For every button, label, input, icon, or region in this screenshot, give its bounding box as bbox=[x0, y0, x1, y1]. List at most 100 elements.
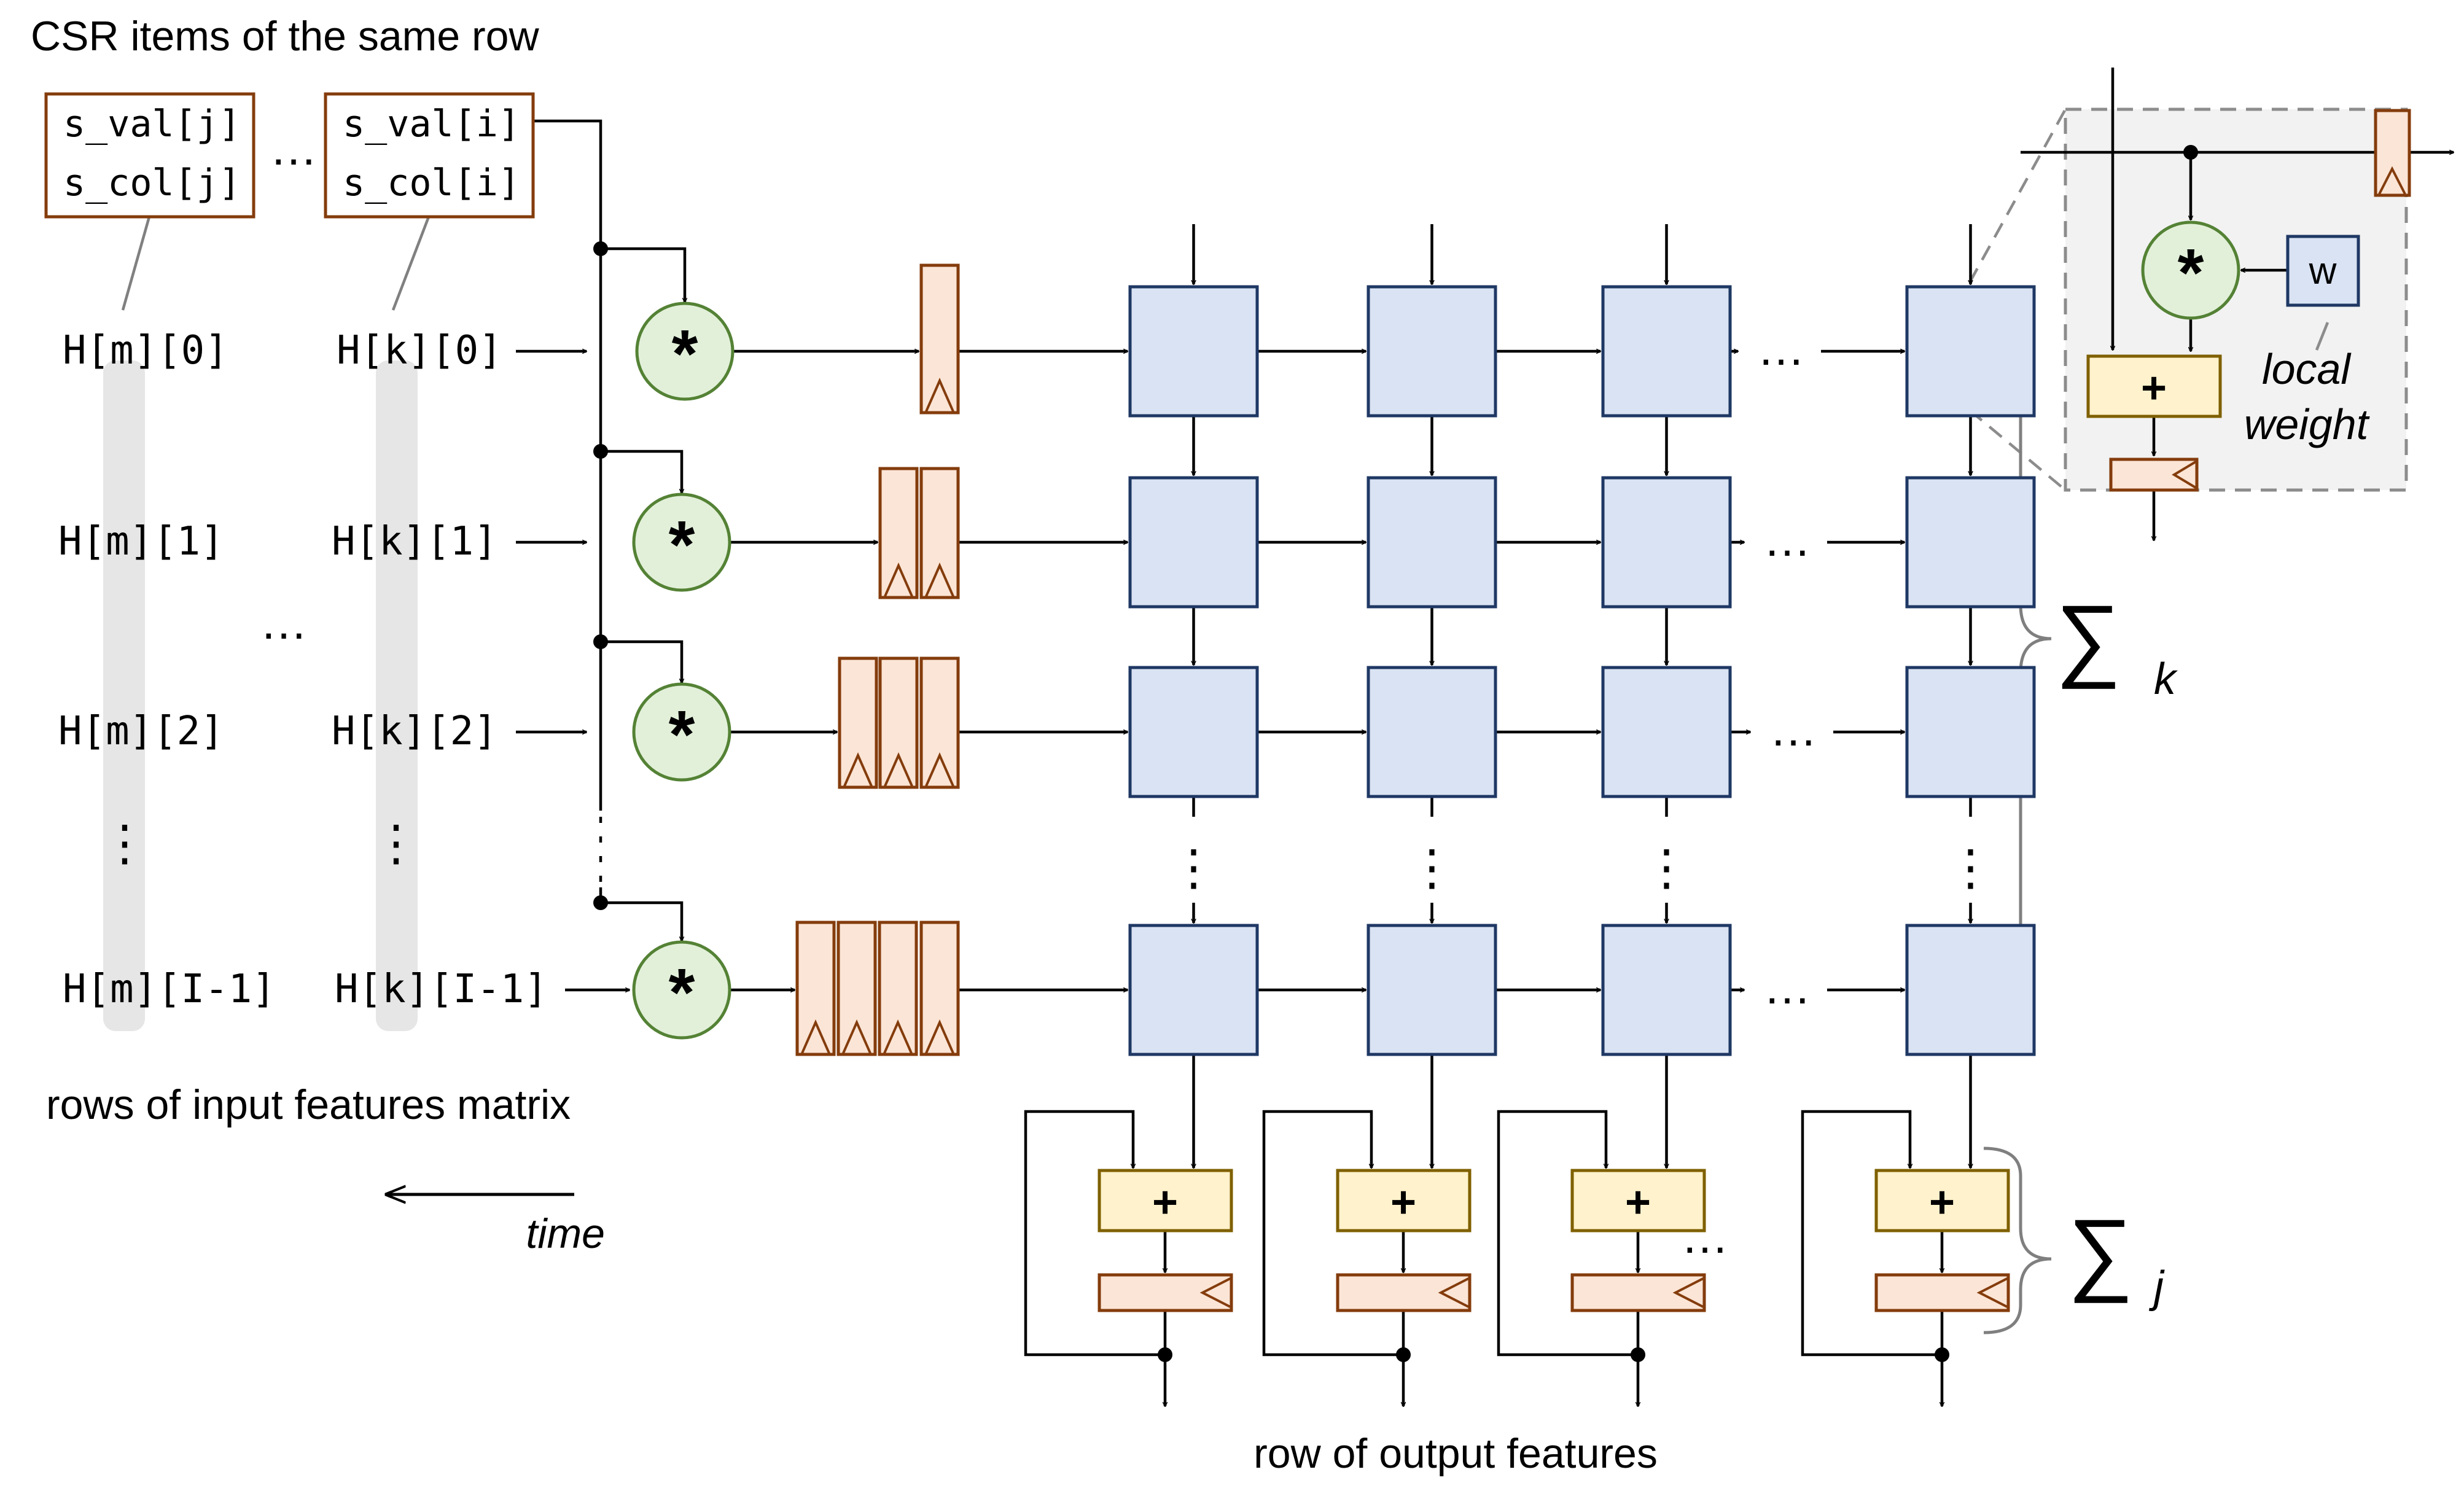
feedback-loop bbox=[1262, 1110, 1403, 1357]
inset-multiply-sign: * bbox=[2178, 235, 2204, 311]
shift-register bbox=[795, 921, 836, 1056]
accumulator-ellipsis: … bbox=[1681, 1209, 1729, 1263]
shift-register bbox=[836, 921, 877, 1056]
processing-element bbox=[1905, 476, 2036, 609]
text-layer: CSR items of the same rows_val[j]s_col[j… bbox=[31, 13, 2370, 1477]
output-caption: row of output features bbox=[1253, 1430, 1658, 1477]
processing-element bbox=[1601, 924, 1732, 1056]
clock-triangle bbox=[1438, 1277, 1469, 1308]
shift-register bbox=[878, 921, 918, 1056]
processing-element bbox=[1128, 666, 1259, 798]
multiplier bbox=[632, 493, 731, 592]
time-label: time bbox=[526, 1210, 605, 1257]
clock-triangle bbox=[884, 752, 913, 787]
csr-column: s_col[j] bbox=[63, 162, 241, 204]
processing-element bbox=[1601, 285, 1732, 418]
processing-element bbox=[1367, 476, 1497, 609]
adder-plus: + bbox=[1625, 1178, 1651, 1227]
junction-dot bbox=[1631, 1347, 1645, 1362]
clock-triangle bbox=[884, 563, 913, 597]
row-ellipsis: … bbox=[1769, 702, 1817, 756]
clock-triangle bbox=[801, 1019, 830, 1054]
csr-item-box bbox=[44, 92, 255, 219]
clock-triangle bbox=[2172, 461, 2197, 489]
junction-dot bbox=[1396, 1347, 1411, 1362]
column-vdots-m: ⋮ bbox=[100, 816, 149, 870]
processing-element bbox=[1128, 285, 1259, 418]
local-weight-leader bbox=[2315, 322, 2329, 351]
inset-adder-plus: + bbox=[2141, 364, 2167, 413]
inset-output-register bbox=[2109, 458, 2199, 492]
sum-k-symbol: ∑ bbox=[2056, 586, 2121, 689]
h-k-label: H[k][0] bbox=[337, 328, 502, 373]
feedback-loop bbox=[1497, 1110, 1638, 1357]
local-weight-w: w bbox=[2309, 250, 2337, 292]
csr-ellipsis: … bbox=[270, 121, 318, 175]
csr-leader-line bbox=[391, 216, 431, 311]
processing-element bbox=[1128, 476, 1259, 609]
processing-element bbox=[1367, 666, 1497, 798]
processing-element bbox=[1905, 666, 2036, 798]
csr-value: s_val[j] bbox=[63, 103, 241, 146]
multiplier bbox=[635, 302, 735, 401]
inset-callout-line-bottom bbox=[1968, 409, 2067, 491]
bus-branch-arrow bbox=[601, 901, 682, 941]
processing-element bbox=[1905, 924, 2036, 1056]
feedback-loop bbox=[1801, 1110, 1942, 1357]
processing-element bbox=[1367, 285, 1497, 418]
sum-k-index: k bbox=[2154, 655, 2178, 704]
local-weight-box bbox=[2286, 235, 2360, 307]
sum-j-index: j bbox=[2148, 1263, 2165, 1312]
local-weight-caption-1: local bbox=[2262, 345, 2352, 393]
shift-register bbox=[919, 656, 960, 789]
column-band-m bbox=[103, 360, 145, 1031]
shapes-layer bbox=[44, 92, 2411, 1362]
h-k-label: H[k][2] bbox=[332, 709, 497, 754]
shift-register bbox=[838, 656, 878, 789]
junction-dot bbox=[1158, 1347, 1172, 1362]
bus-branch-arrow bbox=[601, 247, 685, 302]
accumulator-register bbox=[1570, 1273, 1706, 1312]
bus-branch-arrow bbox=[601, 450, 682, 493]
processing-element bbox=[1601, 476, 1732, 609]
shift-register bbox=[878, 656, 919, 789]
accumulator-register bbox=[1336, 1273, 1472, 1312]
shift-register bbox=[919, 467, 960, 599]
processing-element bbox=[1601, 666, 1732, 798]
row-ellipsis: … bbox=[1757, 321, 1805, 375]
inset-multiplier bbox=[2141, 220, 2240, 320]
multiply-sign: * bbox=[669, 697, 695, 773]
multiply-sign: * bbox=[669, 955, 695, 1030]
inset-callout-line-top bbox=[1968, 108, 2067, 284]
clock-triangle bbox=[843, 752, 873, 787]
pe-vdots: ⋮ bbox=[1642, 840, 1691, 895]
csr-item-box bbox=[324, 92, 535, 219]
h-k-label: H[k][1] bbox=[332, 519, 497, 564]
clock-triangle bbox=[925, 378, 954, 412]
clock-triangle bbox=[1199, 1277, 1231, 1308]
bus-branch-arrow bbox=[601, 640, 682, 683]
clock-triangle bbox=[925, 752, 954, 787]
multiplier bbox=[632, 682, 731, 782]
pe-vdots: ⋮ bbox=[1169, 840, 1218, 895]
adder-plus: + bbox=[1929, 1178, 1955, 1227]
shift-register bbox=[919, 263, 960, 415]
inset-register bbox=[2374, 109, 2411, 197]
accumulator-register bbox=[1874, 1273, 2010, 1312]
pe-vdots: ⋮ bbox=[1408, 840, 1457, 895]
shift-register bbox=[919, 921, 960, 1056]
rows-caption: rows of input features matrix bbox=[46, 1081, 571, 1128]
junction-dot bbox=[593, 895, 608, 910]
junction-dot bbox=[593, 634, 608, 649]
clock-triangle bbox=[1976, 1277, 2008, 1308]
accumulator-register bbox=[1097, 1273, 1233, 1312]
multiply-sign: * bbox=[672, 316, 698, 392]
h-m-label: H[m][1] bbox=[58, 519, 224, 564]
column-band-k bbox=[376, 360, 418, 1031]
inset-adder bbox=[2086, 354, 2222, 418]
clock-triangle bbox=[925, 1019, 954, 1054]
pe-vdots: ⋮ bbox=[1946, 840, 1995, 895]
csr-value: s_val[i] bbox=[343, 103, 520, 146]
clock-triangle bbox=[1672, 1277, 1704, 1308]
